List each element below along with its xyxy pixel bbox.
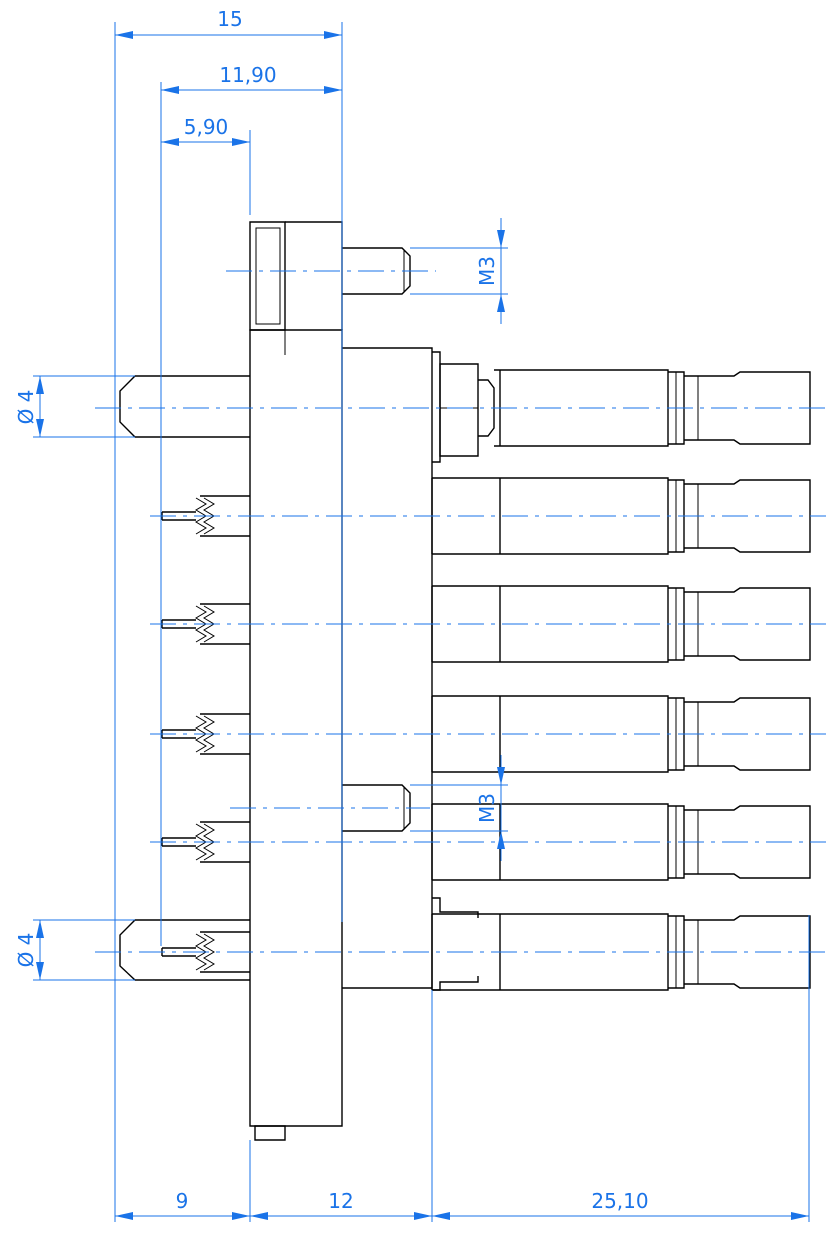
dim-bottom-2510: 25,10 — [591, 1189, 648, 1213]
socket-contacts — [431, 369, 811, 991]
dim-thread-top: M3 — [475, 256, 499, 286]
diameter-bottom-symbol: Ø — [14, 952, 38, 968]
dim-diameter-top: Ø 4 — [14, 390, 38, 425]
connector-body — [249, 221, 433, 1141]
dim-bottom-12: 12 — [328, 1189, 353, 1213]
retaining-clip — [432, 897, 479, 991]
diameter-top-value: 4 — [14, 390, 38, 403]
diameter-bottom-value: 4 — [14, 933, 38, 946]
dim-bottom-9: 9 — [176, 1189, 189, 1213]
crimp-pins — [161, 495, 250, 973]
dimension-lines — [33, 22, 810, 1222]
dim-thread-bottom: M3 — [475, 793, 499, 823]
socket-contact — [431, 913, 811, 991]
diameter-top-symbol: Ø — [14, 409, 38, 425]
socket-contact — [431, 477, 811, 555]
guide-pin-top — [119, 375, 250, 438]
center-lines — [95, 270, 826, 953]
dim-overall-width: 15 — [217, 7, 242, 31]
dim-width-1190: 11,90 — [219, 63, 276, 87]
dim-diameter-bottom: Ø 4 — [14, 933, 38, 968]
socket-contact — [431, 585, 811, 663]
dim-width-590: 5,90 — [184, 115, 229, 139]
guide-pin-bottom — [119, 919, 250, 981]
socket-contact — [431, 695, 811, 773]
dimension-labels: 15 11,90 5,90 9 12 25,10 M3 M3 Ø 4 Ø 4 — [14, 7, 649, 1213]
hex-nut — [432, 351, 495, 463]
